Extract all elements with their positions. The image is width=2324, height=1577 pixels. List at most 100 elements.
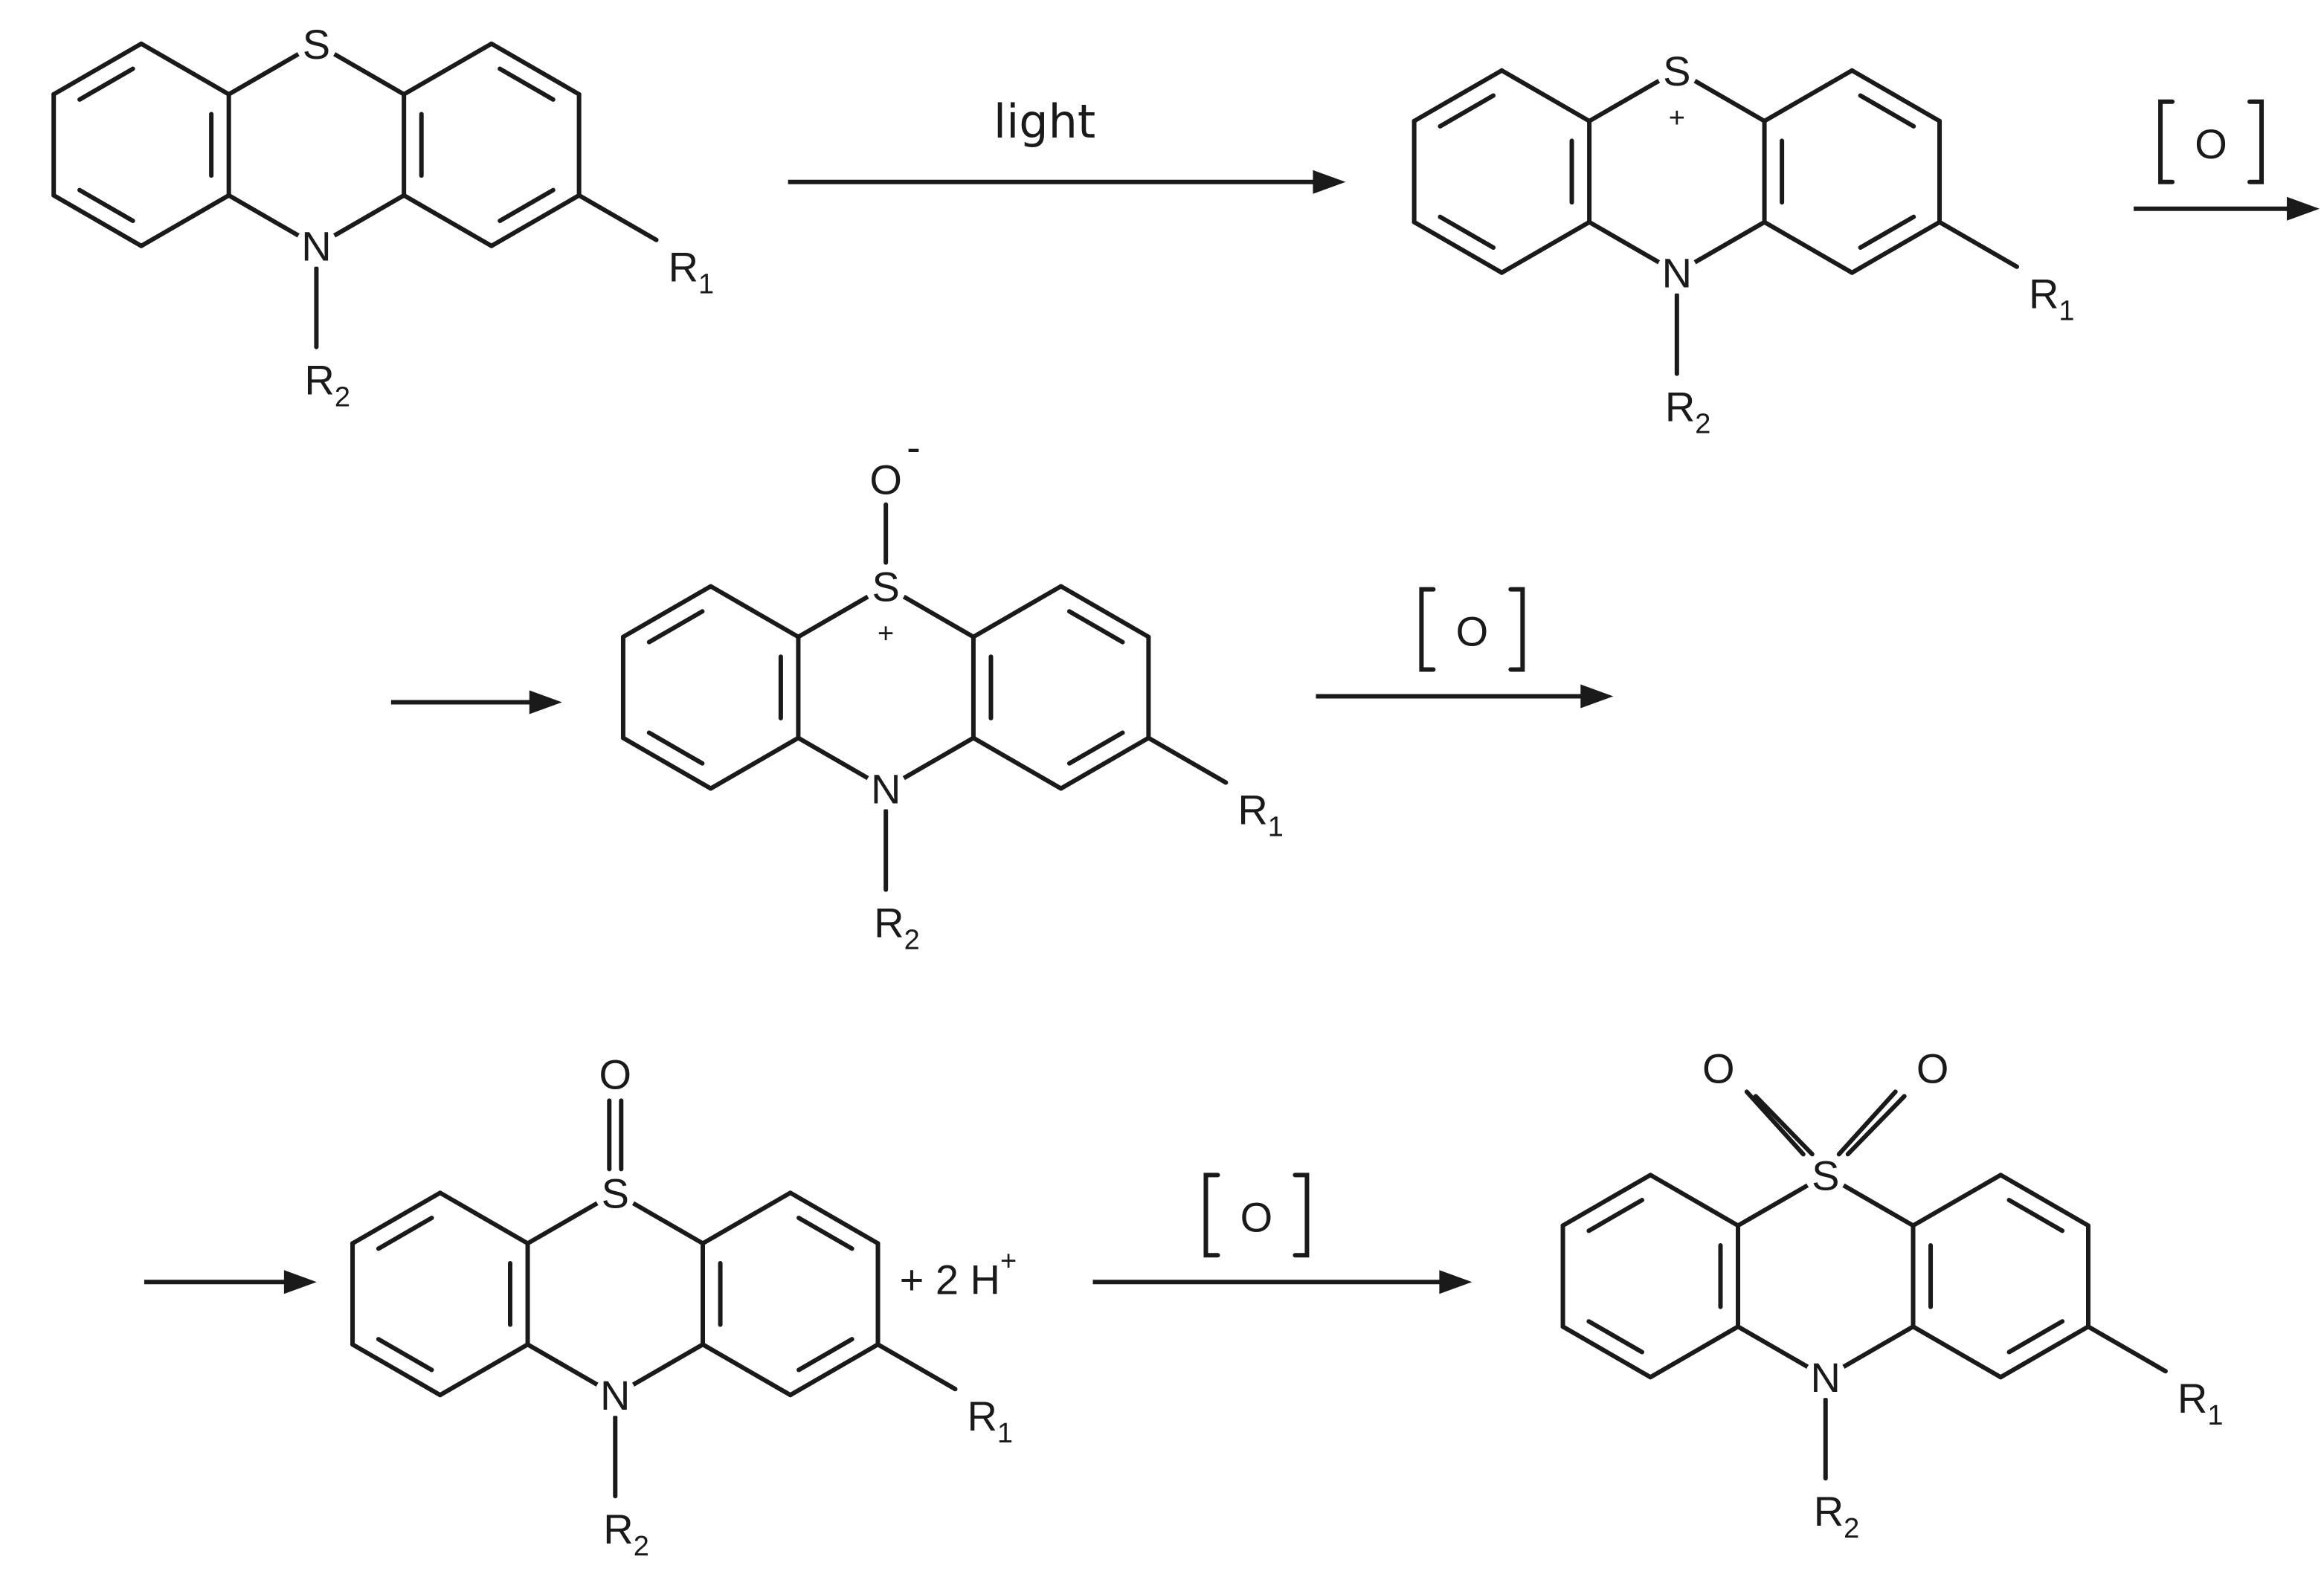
bond xyxy=(51,41,144,97)
double-bond-inner xyxy=(796,1337,854,1373)
double-bond-inner xyxy=(1586,1198,1644,1233)
nitrogen-label: N xyxy=(1811,1354,1841,1401)
bond xyxy=(788,1342,881,1398)
bond xyxy=(708,735,801,791)
double-bond-inner xyxy=(498,66,556,102)
r2-label: R2 xyxy=(1814,1488,1860,1544)
bracket-left xyxy=(2158,99,2175,184)
bond xyxy=(788,1190,881,1246)
bond xyxy=(1058,584,1151,639)
bond xyxy=(708,584,801,639)
bond xyxy=(620,735,713,791)
bracket-right xyxy=(1293,1173,1310,1258)
nitrogen-label: N xyxy=(871,765,901,812)
sulfur-label-mask xyxy=(594,1172,637,1214)
bond xyxy=(971,735,1063,791)
arrow-oxidation-2: O xyxy=(1316,587,1614,709)
r1-label: R1 xyxy=(967,1393,1013,1449)
sulfur-label: S xyxy=(1663,48,1690,94)
bond xyxy=(1762,219,1855,275)
r2-label: R2 xyxy=(603,1506,649,1562)
arrow-oxidation-3: O xyxy=(1092,1173,1472,1294)
bond xyxy=(620,584,713,639)
bracket-left xyxy=(1203,1173,1220,1258)
r1-bond xyxy=(1937,219,2020,269)
arrow-label-light: light xyxy=(994,94,1095,149)
arrow-label-oxidant: O xyxy=(1456,608,1489,655)
s-o-double-bond xyxy=(1836,1089,1898,1157)
byproduct-protons: + 2 H+ xyxy=(900,1245,1017,1303)
bond xyxy=(402,193,494,248)
sulfur-label: S xyxy=(602,1170,629,1216)
sulfur-charge: + xyxy=(878,619,894,650)
bond xyxy=(1412,68,1504,123)
r1-label: R1 xyxy=(2177,1375,2224,1431)
arrowhead-icon xyxy=(1439,1270,1472,1294)
arrow-oxidation-1: O xyxy=(2134,99,2320,221)
double-bond-inner xyxy=(376,1216,434,1251)
bond xyxy=(971,584,1063,639)
r1-label: R1 xyxy=(1237,786,1284,842)
double-bond-inner xyxy=(1438,214,1496,251)
arrowhead-icon xyxy=(529,690,562,715)
arrow-continue-2 xyxy=(144,1270,317,1294)
double-bond-inner xyxy=(77,66,135,102)
s-o-double-bond xyxy=(1744,1089,1806,1157)
bond xyxy=(1058,735,1151,791)
sulfur-label: S xyxy=(1812,1152,1839,1199)
r2-label: R2 xyxy=(874,899,920,955)
bond xyxy=(1648,1173,1741,1228)
bond xyxy=(1762,68,1855,123)
r1-bond xyxy=(576,193,659,242)
bond xyxy=(1560,1324,1653,1380)
arrow-light: light xyxy=(788,94,1346,194)
nitrogen-label-mask xyxy=(1804,1356,1847,1399)
bond xyxy=(1911,1324,2003,1380)
arrowhead-icon xyxy=(1313,170,1346,194)
r1-label: R1 xyxy=(669,244,715,300)
bond xyxy=(437,1190,530,1246)
double-bond-inner xyxy=(77,187,135,224)
double-bond-inner xyxy=(498,187,556,224)
nitrogen-label: N xyxy=(1662,250,1692,297)
bond xyxy=(1850,219,1942,275)
r1-bond xyxy=(2085,1324,2168,1374)
oxygen-label: O xyxy=(599,1051,632,1097)
nitrogen-label-mask xyxy=(594,1374,637,1416)
double-bond-inner xyxy=(796,1216,854,1251)
arrow-continue-1 xyxy=(390,690,562,715)
double-bond-inner xyxy=(1438,93,1496,129)
double-bond-inner xyxy=(646,730,705,766)
bond xyxy=(1648,1324,1741,1380)
bond xyxy=(402,41,494,97)
bond xyxy=(701,1342,793,1398)
sulfur-label-mask xyxy=(865,565,907,607)
bond xyxy=(1499,68,1592,123)
sulfur-charge: + xyxy=(1669,103,1685,134)
sulfur-label-mask xyxy=(295,22,338,65)
r1-bond xyxy=(1146,735,1229,785)
bracket-left xyxy=(1419,587,1436,672)
bracket-right xyxy=(1508,587,1525,672)
s-o-double-bond xyxy=(1845,1094,1907,1157)
bond xyxy=(138,193,231,248)
nitrogen-label: N xyxy=(600,1372,630,1419)
nitrogen-label-mask xyxy=(295,225,338,267)
double-bond-inner xyxy=(1066,609,1125,645)
nitrogen-label: N xyxy=(301,223,331,270)
double-bond-inner xyxy=(1858,214,1916,251)
bond xyxy=(489,193,582,248)
bond xyxy=(701,1190,793,1246)
sulfur-label: S xyxy=(303,21,330,68)
nitrogen-label-mask xyxy=(1655,251,1698,294)
double-bond-inner xyxy=(2006,1319,2065,1355)
double-bond-inner xyxy=(1858,93,1916,129)
arrow-label-oxidant: O xyxy=(2195,120,2227,167)
r1-label: R1 xyxy=(2029,271,2075,327)
double-bond-inner xyxy=(2006,1198,2065,1233)
